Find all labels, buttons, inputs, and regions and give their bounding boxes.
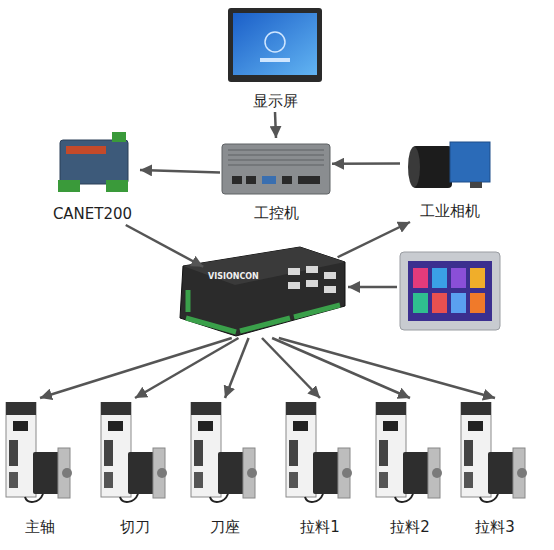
camera-node: 工业相机	[400, 132, 500, 222]
arrow-connector	[135, 338, 238, 398]
arrow-connector	[275, 112, 276, 138]
canet-illustration	[58, 132, 128, 192]
servo-node: 拉料2	[375, 398, 445, 538]
node-label: 拉料1	[300, 518, 340, 536]
servo-illustrations	[6, 402, 527, 502]
node-label: 显示屏	[253, 92, 298, 110]
controller-board-illustration	[180, 247, 345, 336]
display-node: 显示屏	[225, 5, 325, 112]
servo-node: 拉料3	[460, 398, 530, 538]
touch-panel-illustration	[400, 252, 500, 330]
gateway-node: CANET200	[45, 125, 140, 225]
arrow-connector	[140, 170, 220, 172]
node-label: 拉料3	[475, 518, 515, 536]
node-label: 拉料2	[390, 518, 430, 536]
node-label: 主轴	[25, 518, 55, 536]
camera-illustration	[408, 142, 490, 188]
arrow-connector	[126, 225, 203, 267]
node-label: VISIONCON	[208, 271, 259, 282]
servo-node: 刀座	[190, 398, 260, 538]
arrow-connector	[332, 162, 400, 165]
touch-panel-wire	[348, 286, 397, 289]
node-label: 切刀	[120, 518, 150, 536]
arrow-connector	[262, 338, 320, 398]
display-illustration	[228, 8, 322, 82]
arrow-connector	[225, 338, 249, 398]
arrow-connector	[279, 338, 495, 398]
servo-node: 主轴	[5, 398, 75, 538]
arrow-connector	[272, 338, 410, 398]
controller-node: VISIONCON	[178, 243, 346, 338]
node-label: 工控机	[254, 204, 299, 222]
servo-node: 切刀	[100, 398, 170, 538]
industrial-pc-illustration	[222, 144, 330, 194]
servo-node: 拉料1	[285, 398, 355, 538]
node-label: 刀座	[210, 518, 240, 536]
arrow-connector	[338, 222, 410, 257]
node-label: CANET200	[53, 205, 132, 223]
industrial-pc-node: 工控机	[220, 138, 332, 224]
node-label: 工业相机	[420, 202, 480, 220]
arrow-connector	[40, 338, 232, 398]
